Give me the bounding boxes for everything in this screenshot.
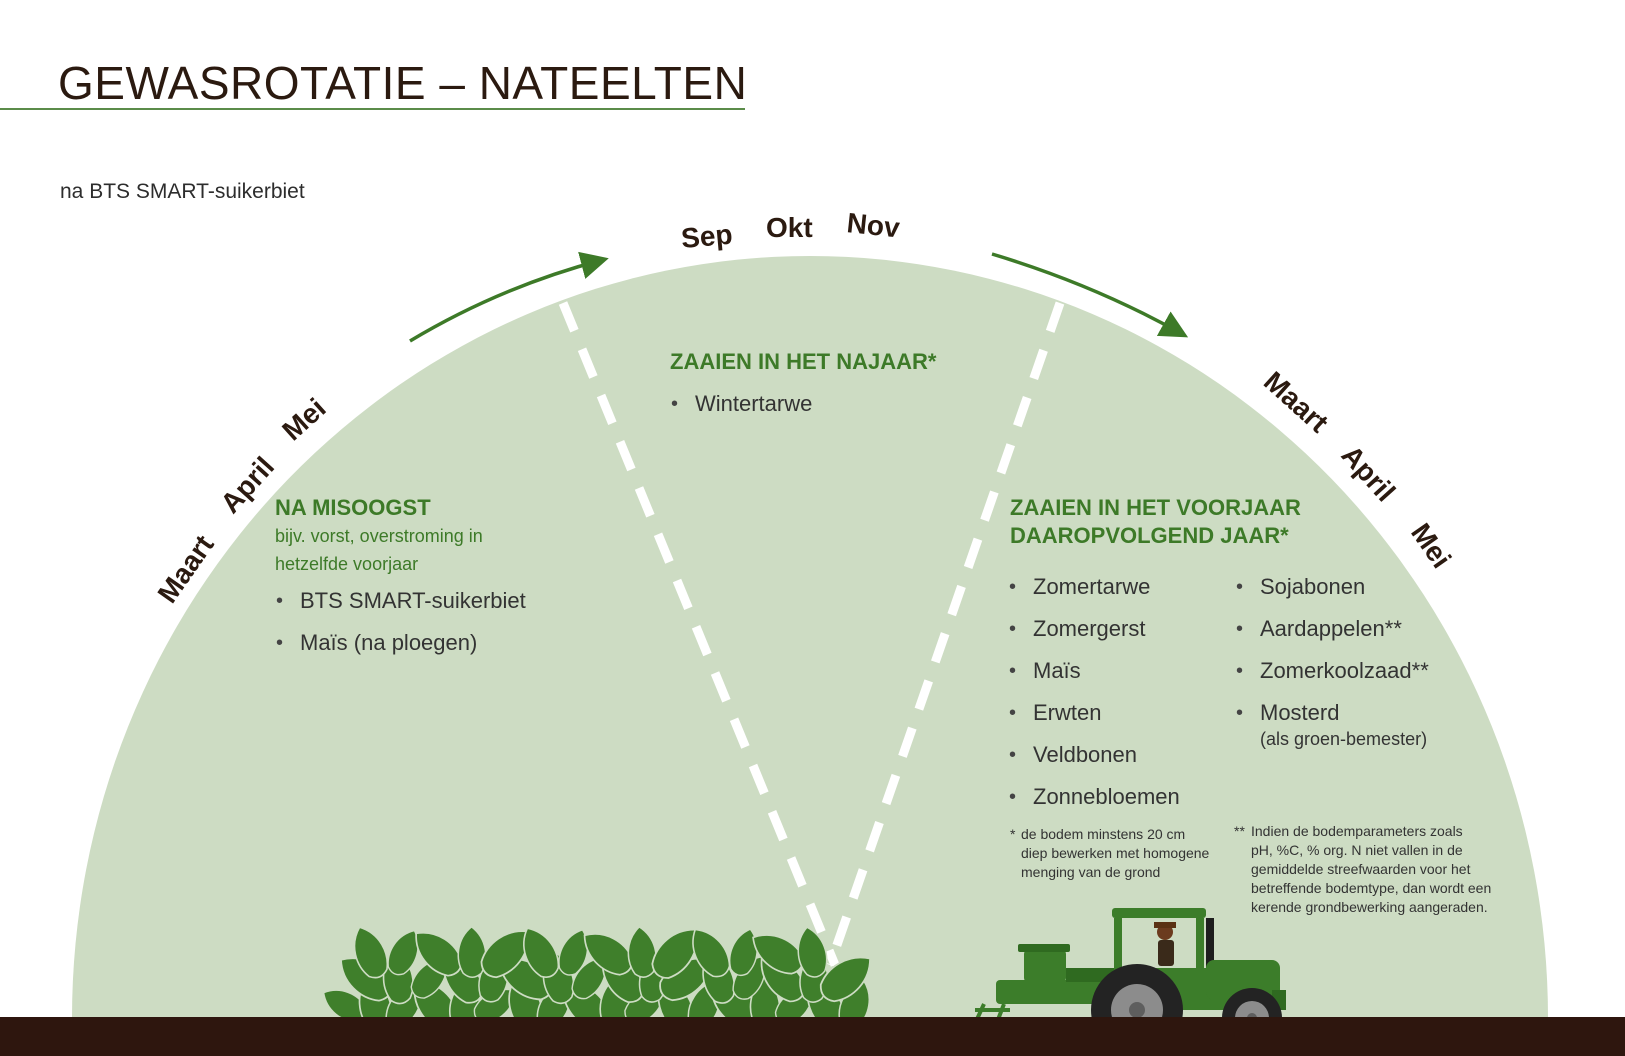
list-item-sublabel: (als groen-bemester): [1260, 729, 1428, 749]
list-item: Sojabonen: [1235, 574, 1429, 616]
season-dome: [72, 256, 1548, 1018]
list-item: BTS SMART-suikerbiet: [275, 588, 526, 630]
section-voorjaar-list-col2: Sojabonen Aardappelen** Zomerkoolzaad** …: [1235, 574, 1429, 749]
list-item: Zomerkoolzaad**: [1235, 658, 1429, 700]
footnote-double: ** Indien de bodemparameters zoals pH, %…: [1234, 822, 1491, 917]
section-misoogst-note-2: hetzelfde voorjaar: [275, 554, 419, 574]
list-item: Mosterd (als groen-bemester): [1235, 700, 1429, 749]
list-item: Maïs (na ploegen): [275, 630, 526, 672]
list-item: Maïs: [1008, 658, 1180, 700]
list-item: Zomertarwe: [1008, 574, 1180, 616]
section-voorjaar-list-col1: Zomertarwe Zomergerst Maïs Erwten Veldbo…: [1008, 574, 1180, 826]
divider-left: [558, 301, 840, 967]
title-underline: [0, 108, 745, 110]
month-top-1: Sep: [680, 219, 734, 254]
section-misoogst: NA MISOOGST bijv. vorst, overstroming in…: [275, 494, 526, 672]
list-item-label: Mosterd: [1260, 700, 1340, 725]
section-voorjaar-heading-2: DAAROPVOLGEND JAAR*: [1010, 523, 1289, 548]
section-najaar-list: Wintertarwe: [670, 391, 936, 433]
section-misoogst-note-1: bijv. vorst, overstroming in: [275, 526, 483, 546]
month-left-3: Mei: [276, 392, 331, 446]
list-item: Zomergerst: [1008, 616, 1180, 658]
section-voorjaar: ZAAIEN IN HET VOORJAAR DAAROPVOLGEND JAA…: [1010, 494, 1301, 550]
section-najaar-heading: ZAAIEN IN HET NAJAAR*: [670, 349, 937, 374]
page-title: GEWASROTATIE – NATEELTEN: [58, 57, 748, 109]
month-right-3: Mei: [1405, 518, 1457, 574]
footnote-single-line: de bodem minstens 20 cm: [1021, 826, 1186, 842]
list-item: Erwten: [1008, 700, 1180, 742]
footnote-double-line: pH, %C, % org. N niet vallen in de: [1251, 842, 1463, 858]
footnote-single-line: menging van de grond: [1021, 864, 1161, 880]
section-misoogst-heading: NA MISOOGST: [275, 495, 431, 520]
arrow-left: [409, 251, 609, 343]
section-voorjaar-heading-1: ZAAIEN IN HET VOORJAAR: [1010, 495, 1301, 520]
month-top-2: Okt: [766, 212, 813, 243]
footnote-single-mark: *: [1010, 826, 1016, 842]
month-top-3: Nov: [845, 207, 901, 243]
page-subtitle: na BTS SMART-suikerbiet: [60, 180, 305, 203]
list-item: Aardappelen**: [1235, 616, 1429, 658]
divider-right: [825, 301, 1065, 967]
arrow-right: [991, 252, 1189, 338]
section-najaar: ZAAIEN IN HET NAJAAR* Wintertarwe: [670, 348, 936, 433]
list-item: Veldbonen: [1008, 742, 1180, 784]
footnote-double-line: betreffende bodemtype, dan wordt een: [1251, 880, 1492, 896]
footnote-double-line: kerende grondbewerking aangeraden.: [1251, 899, 1488, 915]
section-misoogst-list: BTS SMART-suikerbiet Maïs (na ploegen): [275, 588, 526, 672]
list-item: Wintertarwe: [670, 391, 936, 433]
footnote-double-mark: **: [1234, 823, 1245, 839]
ground-band: [0, 1017, 1625, 1056]
footnote-single-line: diep bewerken met homogene: [1021, 845, 1210, 861]
footnote-double-line: gemiddelde streefwaarden voor het: [1251, 861, 1471, 877]
footnote-single: * de bodem minstens 20 cm diep bewerken …: [1010, 825, 1209, 882]
footnote-double-line: Indien de bodemparameters zoals: [1251, 823, 1463, 839]
list-item: Zonnebloemen: [1008, 784, 1180, 826]
